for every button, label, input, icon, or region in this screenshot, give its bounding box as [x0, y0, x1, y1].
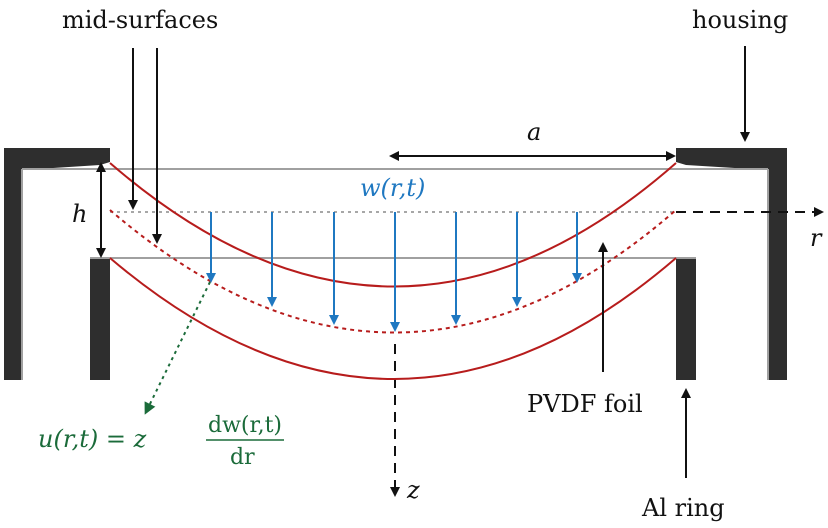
- u-equation-denominator: dr: [230, 445, 255, 470]
- label-al-ring: Al ring: [641, 494, 725, 522]
- label-mid-surfaces: mid-surfaces: [62, 6, 218, 34]
- label-h: h: [72, 200, 87, 228]
- label-housing: housing: [692, 6, 788, 34]
- displacement-arrows: [206, 212, 582, 332]
- housing-right: [676, 148, 787, 380]
- label-a: a: [527, 118, 541, 146]
- label-r: r: [810, 224, 823, 252]
- u-displacement-pointer: [144, 281, 211, 415]
- u-equation-lhs: u(r,t) = z: [38, 425, 147, 453]
- foil-upper-surface: [109, 162, 677, 288]
- u-equation-numerator: dw(r,t): [208, 413, 282, 438]
- u-equation: u(r,t) = z dw(r,t) dr: [38, 413, 284, 470]
- foil-mid-surface: [109, 209, 677, 334]
- al-ring-left: [90, 258, 110, 380]
- label-w: w(r,t): [360, 174, 425, 202]
- label-z: z: [406, 476, 420, 504]
- al-ring-right: [676, 258, 696, 380]
- plate-edges: [21, 168, 769, 380]
- label-pvdf-foil: PVDF foil: [527, 390, 643, 418]
- foil-lower-surface: [109, 257, 677, 380]
- housing-left: [4, 148, 110, 380]
